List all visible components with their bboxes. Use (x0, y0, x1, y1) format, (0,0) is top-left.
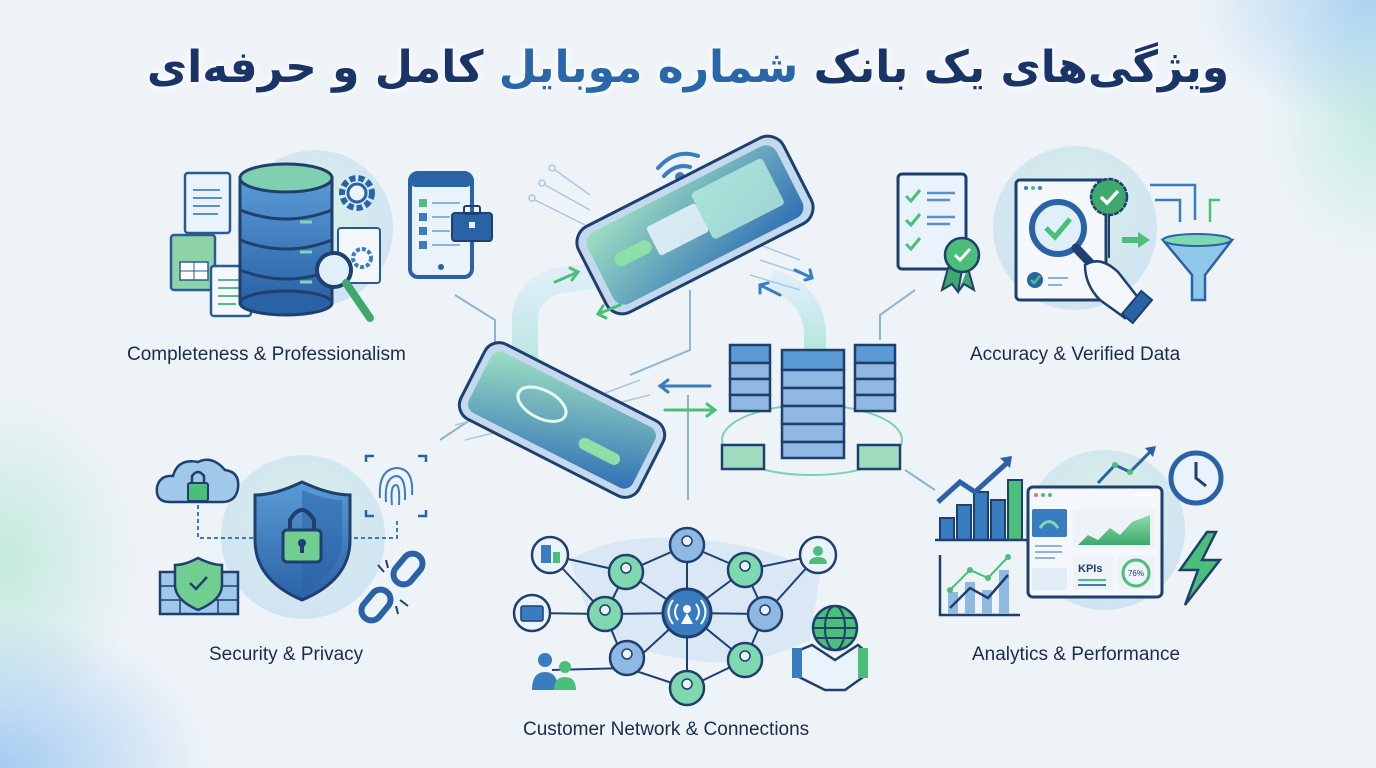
globe-handshake-icon (792, 604, 868, 692)
center-hub (457, 134, 903, 499)
group-icon (809, 546, 827, 564)
dashboard-icon: KPIs 76% (1026, 485, 1164, 599)
bar-chart-up-icon (935, 456, 1028, 542)
broadcast-hub-icon (661, 587, 713, 639)
connector-lines (439, 289, 936, 500)
analytics-icons: KPIs 76% (935, 446, 1224, 617)
feature-label-analytics: Analytics & Performance (972, 644, 1181, 665)
hand-icon (1083, 260, 1154, 325)
server-cluster (720, 343, 903, 476)
clock-icon (1168, 450, 1224, 506)
funnel-icon (1150, 183, 1235, 302)
feature-label-completeness: Completeness & Professionalism (127, 344, 406, 365)
feature-label-network: Customer Network & Connections (523, 719, 810, 740)
title-part-1: ویژگی‌های یک بانک (798, 42, 1230, 93)
line-chart-icon (938, 554, 1020, 617)
feature-label-accuracy: Accuracy & Verified Data (970, 344, 1181, 365)
spreadsheet-icon (169, 233, 217, 292)
magnifier-icon (315, 251, 374, 322)
kpi-percent: 76% (1128, 569, 1144, 578)
title-part-2: کامل و حرفه‌ای (146, 42, 499, 93)
briefcase-icon (451, 205, 493, 242)
lightning-icon (1177, 530, 1223, 606)
broken-chain-icon (358, 550, 426, 624)
firewall-icon (158, 556, 240, 616)
award-badge-icon (940, 236, 981, 295)
arrow-right-icon (1122, 232, 1150, 248)
data-beam (766, 269, 826, 370)
briefcase-icon (512, 593, 552, 633)
kpi-label: KPIs (1078, 563, 1102, 575)
feature-label-security: Security & Privacy (209, 644, 364, 665)
people-icon (532, 653, 576, 690)
smartphone-bottom (457, 341, 667, 499)
verified-badge-icon (1089, 177, 1129, 217)
trend-arrow-icon (1096, 446, 1156, 485)
user-silhouettes (599, 535, 771, 690)
completeness-icons (169, 162, 493, 322)
smartphone-top (575, 134, 815, 316)
cloud-lock-icon (155, 458, 240, 504)
database-icon (238, 162, 334, 317)
fingerprint-icon (364, 454, 428, 518)
title-highlight: شماره موبایل (498, 42, 799, 93)
dashed-connector (197, 505, 398, 539)
shield-lock-icon (253, 480, 352, 602)
accuracy-icons (896, 172, 1235, 325)
phone-list-icon (408, 171, 474, 279)
data-flow-arrows (553, 266, 814, 418)
gear-icon (339, 175, 375, 211)
page-title: ویژگی‌های یک بانک شماره موبایل کامل و حر… (0, 42, 1376, 93)
building-icon (530, 535, 570, 575)
network-icons (512, 526, 868, 707)
security-icons (155, 454, 428, 624)
document-icon (183, 171, 232, 235)
